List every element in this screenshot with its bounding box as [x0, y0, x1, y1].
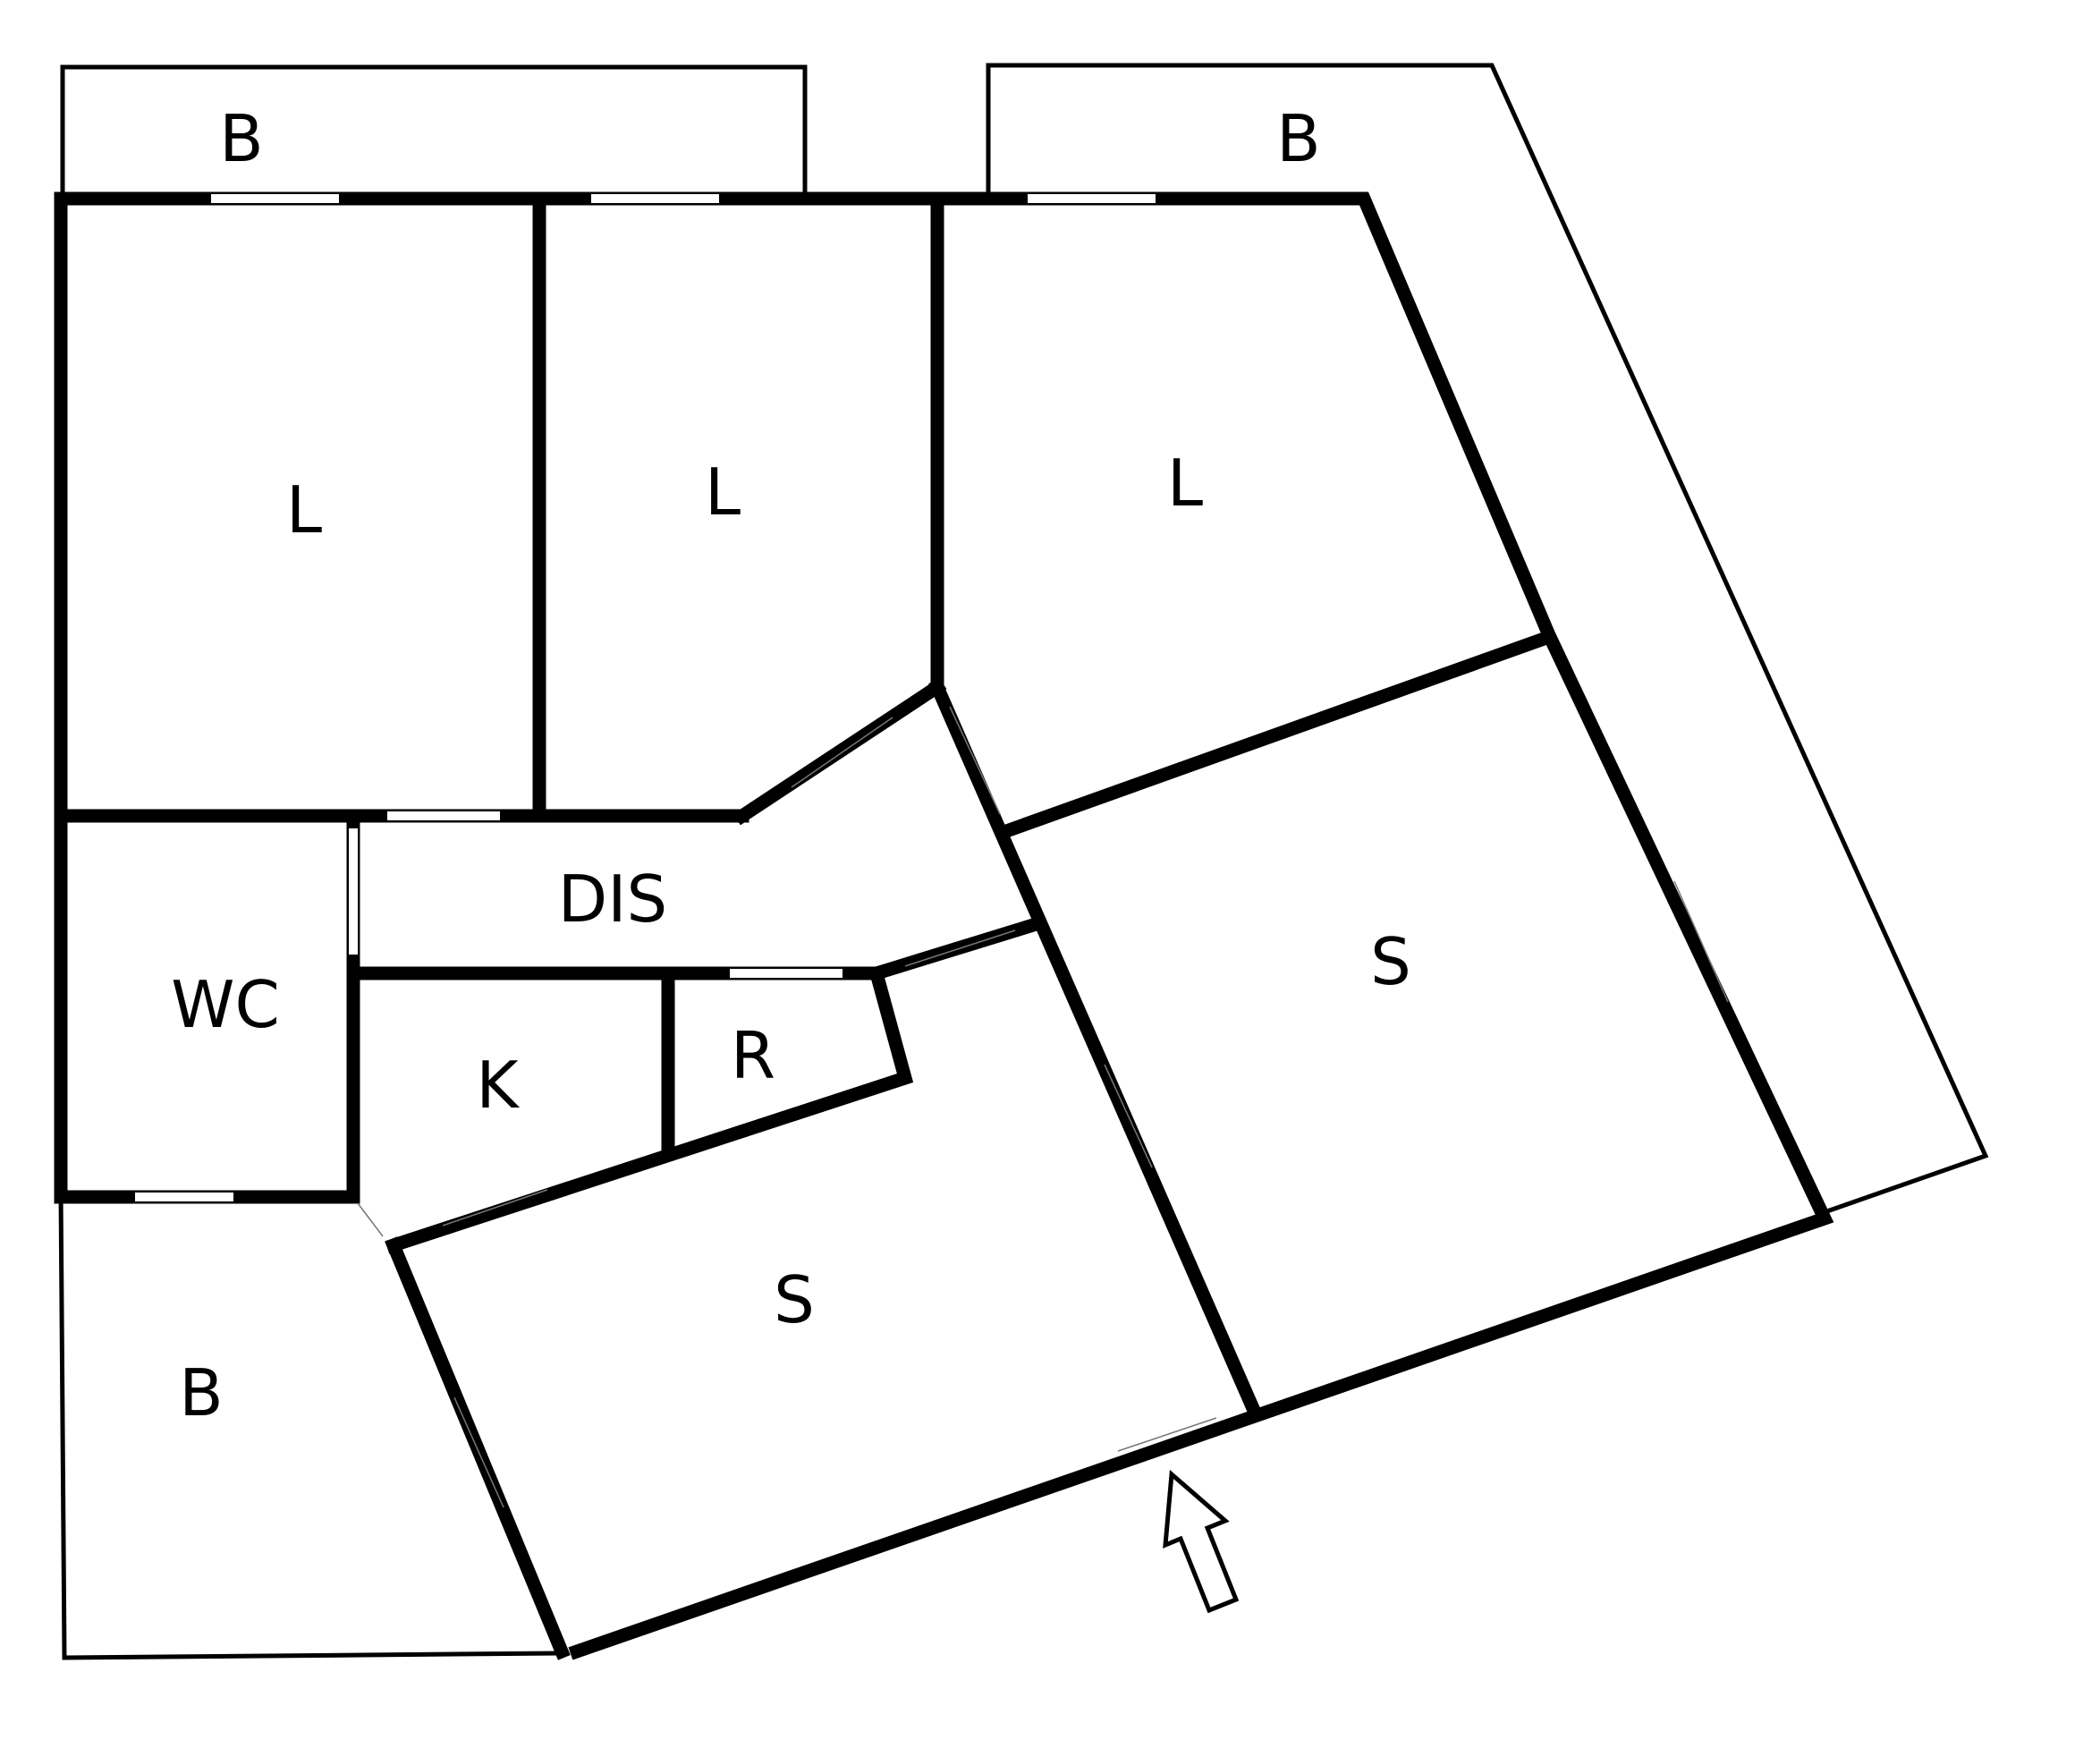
label-storage: R: [731, 1018, 775, 1093]
window-living-center: [453, 1396, 504, 1508]
arrow-icon: [1163, 1469, 1240, 1614]
door-storage: [728, 967, 844, 980]
balcony-outlines: [58, 63, 1989, 1660]
label-balcony-bottom-left: B: [179, 1355, 223, 1430]
door-balcony-bottom: [357, 1202, 384, 1237]
balcony-bottom-left-outline: [58, 1191, 560, 1660]
wall-bedroom-living-right: [1000, 628, 1558, 839]
label-balcony-top-left: B: [219, 101, 263, 176]
window-living-right: [1673, 880, 1729, 1003]
door-wc: [347, 827, 360, 956]
door-living-center: [904, 929, 1016, 967]
label-living-right: S: [1370, 924, 1411, 999]
window-bedroom-left: [209, 192, 341, 205]
door-bedroom-left: [385, 810, 502, 822]
window-bedroom-middle: [589, 192, 721, 205]
label-hall: DIS: [558, 862, 667, 937]
wall-hall-right: [928, 678, 1261, 1415]
label-kitchen: K: [476, 1048, 520, 1123]
door-living-right: [1104, 1064, 1153, 1168]
label-bedroom-right: L: [1167, 446, 1203, 521]
label-bedroom-left: L: [286, 472, 322, 547]
windows: [133, 192, 1729, 1508]
door-bedroom-right: [949, 706, 1001, 815]
wall-storage-right: [385, 964, 914, 1254]
door-kitchen-living: [442, 1189, 548, 1226]
window-wc: [133, 1191, 235, 1203]
label-toilet: WC: [171, 967, 279, 1042]
balcony-top-right-outline: [986, 63, 1989, 1215]
room-labels: B B L L L DIS WC K R S S B: [171, 101, 1411, 1430]
wall-hall-diagonal-top: [732, 677, 947, 826]
label-bedroom-middle: L: [705, 454, 741, 530]
window-bedroom-right: [1026, 192, 1157, 205]
door-bedroom-middle: [791, 717, 893, 788]
entrance-door: [1117, 1417, 1217, 1452]
label-living-center: S: [774, 1262, 815, 1337]
walls: [54, 191, 1834, 1660]
label-balcony-top-right: B: [1276, 101, 1320, 176]
balcony-top-left-outline: [60, 64, 808, 199]
